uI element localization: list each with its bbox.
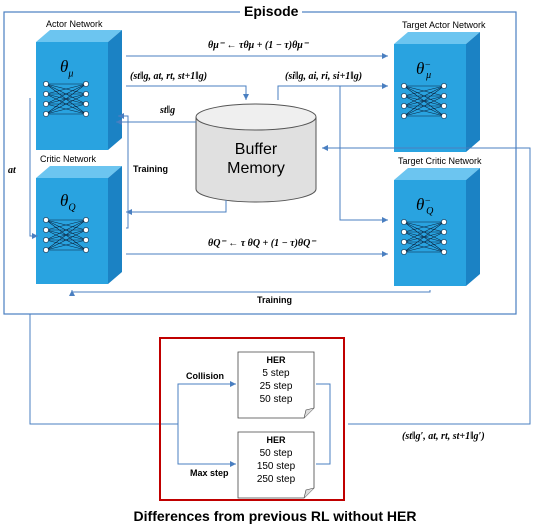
episode-to-her-line: [29, 314, 178, 425]
her-collision-content: HER 5 step 25 step 50 step: [238, 354, 314, 406]
her-max-step-step-3: 250 step: [256, 474, 296, 485]
transition-in-formula: (st‖g, at, rt, st+1‖g): [130, 71, 208, 82]
sample-to-target-critic-arrow: [339, 86, 388, 223]
target-actor-nn-icon: [401, 83, 447, 119]
target-critic-nn-icon: [401, 219, 447, 255]
buffer-label-line1: Buffer: [234, 141, 278, 158]
buffer-cylinder: [195, 103, 317, 203]
figure-caption: Differences from previous RL without HER: [133, 508, 417, 524]
target-actor-network-label: Target Actor Network: [402, 20, 486, 30]
action-arrow: [29, 98, 38, 239]
her-doc-max-step: [237, 431, 315, 499]
target-critic-theta: θ−Q: [416, 195, 434, 218]
her-max-step-title: HER: [266, 435, 286, 445]
actor-nn-icon: [43, 81, 89, 117]
action-formula: at: [8, 165, 16, 176]
her-output-line: [322, 145, 531, 425]
state-goal-formula: st‖g: [160, 105, 176, 116]
her-branch-arrows: [177, 381, 331, 467]
training-label-target-critic: Training: [257, 295, 293, 305]
critic-nn-icon: [43, 217, 89, 253]
her-doc-collision: [237, 351, 315, 419]
target-actor-theta: θ−μ: [416, 59, 432, 82]
target-critic-network-label: Target Critic Network: [398, 156, 482, 166]
transition-out-formula: (si‖g, ai, ri, si+1‖g): [285, 71, 363, 82]
her-max-step-step-1: 50 step: [259, 448, 293, 459]
episode-label: Episode: [240, 3, 303, 19]
critic-network-label: Critic Network: [40, 154, 97, 164]
actor-soft-update-formula: θμ⁻ ← τθμ + (1 − τ)θμ⁻: [208, 40, 309, 51]
training-label-critic-actor: Training: [133, 164, 169, 174]
collision-condition-label: Collision: [186, 371, 224, 381]
critic-cube: [36, 166, 122, 284]
buffer-label-line2: Memory: [227, 160, 285, 177]
flow-arrows: [29, 53, 531, 425]
sample-to-target-actor-arrow: [277, 83, 388, 100]
target-critic-training-arrow: [69, 290, 431, 296]
her-collision-step-2: 25 step: [259, 381, 293, 392]
max-step-condition-label: Max step: [190, 468, 229, 478]
her-collision-step-1: 5 step: [262, 368, 290, 379]
critic-soft-update-formula: θQ⁻ ← τ θQ + (1 − τ)θQ⁻: [208, 238, 316, 249]
her-transition-formula: (st‖g′, at, rt, st+1‖g′): [402, 431, 485, 442]
actor-theta: θμ: [60, 57, 74, 80]
her-max-step-step-2: 150 step: [256, 461, 296, 472]
transition-to-buffer-arrow: [126, 85, 249, 100]
target-actor-cube: [394, 32, 480, 152]
actor-cube: [36, 30, 122, 150]
critic-training-actor-arrow: [118, 113, 129, 229]
her-highlight-box: [159, 337, 345, 501]
her-collision-title: HER: [266, 355, 286, 365]
her-max-step-content: HER 50 step 150 step 250 step: [238, 434, 314, 486]
her-collision-step-3: 50 step: [259, 394, 293, 405]
sample-to-critic-arrow: [126, 200, 227, 215]
actor-network-label: Actor Network: [46, 19, 103, 29]
critic-theta: θQ: [60, 191, 76, 214]
